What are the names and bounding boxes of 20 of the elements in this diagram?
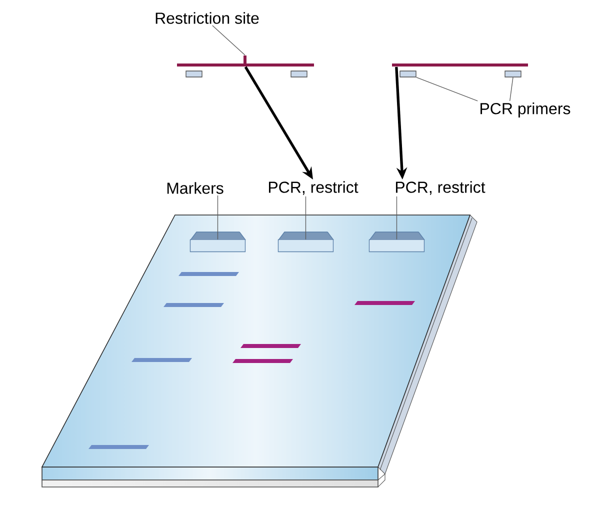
leader-line	[305, 196, 306, 240]
leader-line	[217, 195, 218, 240]
gel-well	[190, 232, 246, 252]
primer-block	[186, 70, 202, 78]
callout-text: PCR primers	[480, 102, 570, 118]
primer-block	[400, 70, 416, 78]
lane-label: PCR, restrict	[396, 181, 486, 195]
leader-line	[212, 25, 246, 56]
primer-block	[290, 70, 308, 78]
lane-label: PCR, restrict	[268, 181, 358, 195]
lane-label: Markers	[167, 182, 224, 194]
leader-line	[396, 196, 398, 240]
gel-well	[368, 232, 425, 252]
leader-line	[416, 77, 478, 102]
gel-well	[278, 232, 334, 252]
dna-strand	[392, 64, 528, 66]
callout-text: Restriction site	[156, 12, 259, 24]
leader-line	[510, 77, 514, 102]
primer-block	[504, 70, 522, 78]
restriction-site-mark	[244, 56, 246, 64]
